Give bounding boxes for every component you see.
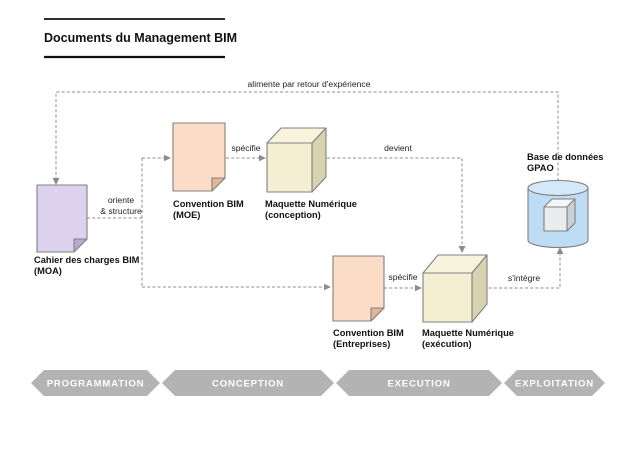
edge-label-oriente-2: & structure — [100, 206, 142, 216]
node-label-convention-moe-2: (MOE) — [173, 210, 200, 220]
phase-banner: PROGRAMMATION CONCEPTION EXECUTION EXPLO… — [31, 370, 605, 396]
node-maquette-conception: Maquette Numérique (conception) — [265, 127, 357, 220]
cube-front-icon — [266, 142, 313, 193]
edge-label-devient: devient — [384, 143, 412, 153]
phase-label-execution: EXECUTION — [387, 379, 450, 390]
node-label-convention-entreprises-1: Convention BIM — [333, 328, 404, 338]
node-gpao-database: Base de données GPAO — [527, 152, 603, 249]
node-label-maquette-conception-2: (conception) — [265, 210, 321, 220]
phase-chevron-programmation — [31, 370, 160, 396]
edge-devient — [327, 157, 463, 247]
node-label-convention-moe-1: Convention BIM — [173, 199, 244, 209]
document-fold-icon — [370, 307, 385, 322]
edges-layer: alimente par retour d'expérience oriente… — [52, 79, 564, 292]
phase-chevron-execution — [336, 370, 502, 396]
node-convention-moe: Convention BIM (MOE) — [172, 122, 244, 220]
node-convention-entreprises: Convention BIM (Entreprises) — [332, 255, 404, 349]
node-cahier-des-charges: Cahier des charges BIM (MOA) — [34, 184, 140, 276]
arrowhead-right-convention-moe — [164, 154, 171, 162]
node-label-cahier-2: (MOA) — [34, 266, 62, 276]
phase-label-programmation: PROGRAMMATION — [47, 379, 145, 390]
edge-label-sintegre: s'intègre — [508, 273, 540, 283]
edge-sintegre — [473, 252, 561, 289]
inner-cube-front-icon — [543, 206, 568, 232]
phase-label-exploitation: EXPLOITATION — [515, 379, 594, 390]
phase-label-conception: CONCEPTION — [212, 379, 284, 390]
node-label-cahier-1: Cahier des charges BIM — [34, 255, 140, 265]
title-block: Documents du Management BIM — [44, 18, 237, 59]
document-fold-icon — [73, 238, 88, 253]
edge-oriente-structure — [87, 157, 324, 288]
edge-label-specifie-entreprises: spécifie — [388, 272, 417, 282]
edge-label-specifie-moe: spécifie — [231, 143, 260, 153]
node-label-convention-entreprises-2: (Entreprises) — [333, 339, 390, 349]
arrowhead-up-gpao — [556, 247, 564, 254]
node-label-gpao-2: GPAO — [527, 163, 554, 173]
arrowhead-down-maquette-execution — [458, 246, 466, 253]
node-label-maquette-execution-1: Maquette Numérique — [422, 328, 514, 338]
node-label-maquette-execution-2: (exécution) — [422, 339, 472, 349]
arrowhead-right-convention-entreprises — [324, 283, 331, 291]
edge-alimente — [55, 91, 559, 181]
edge-label-oriente-1: oriente — [108, 195, 134, 205]
arrowhead-right-maquette-execution — [415, 284, 422, 292]
arrowhead-down-cahier — [52, 178, 60, 185]
document-fold-icon — [211, 177, 226, 192]
cube-front-icon — [422, 272, 473, 323]
arrowhead-right-maquette-conception — [259, 154, 266, 162]
phase-chevron-conception — [162, 370, 334, 396]
phase-chevron-exploitation — [504, 370, 605, 396]
edge-label-alimente: alimente par retour d'expérience — [248, 79, 371, 89]
node-label-maquette-conception-1: Maquette Numérique — [265, 199, 357, 209]
node-label-gpao-1: Base de données — [527, 152, 603, 162]
database-cylinder-top-icon — [527, 179, 589, 197]
node-maquette-execution: Maquette Numérique (exécution) — [422, 254, 514, 349]
page-title: Documents du Management BIM — [44, 31, 237, 45]
